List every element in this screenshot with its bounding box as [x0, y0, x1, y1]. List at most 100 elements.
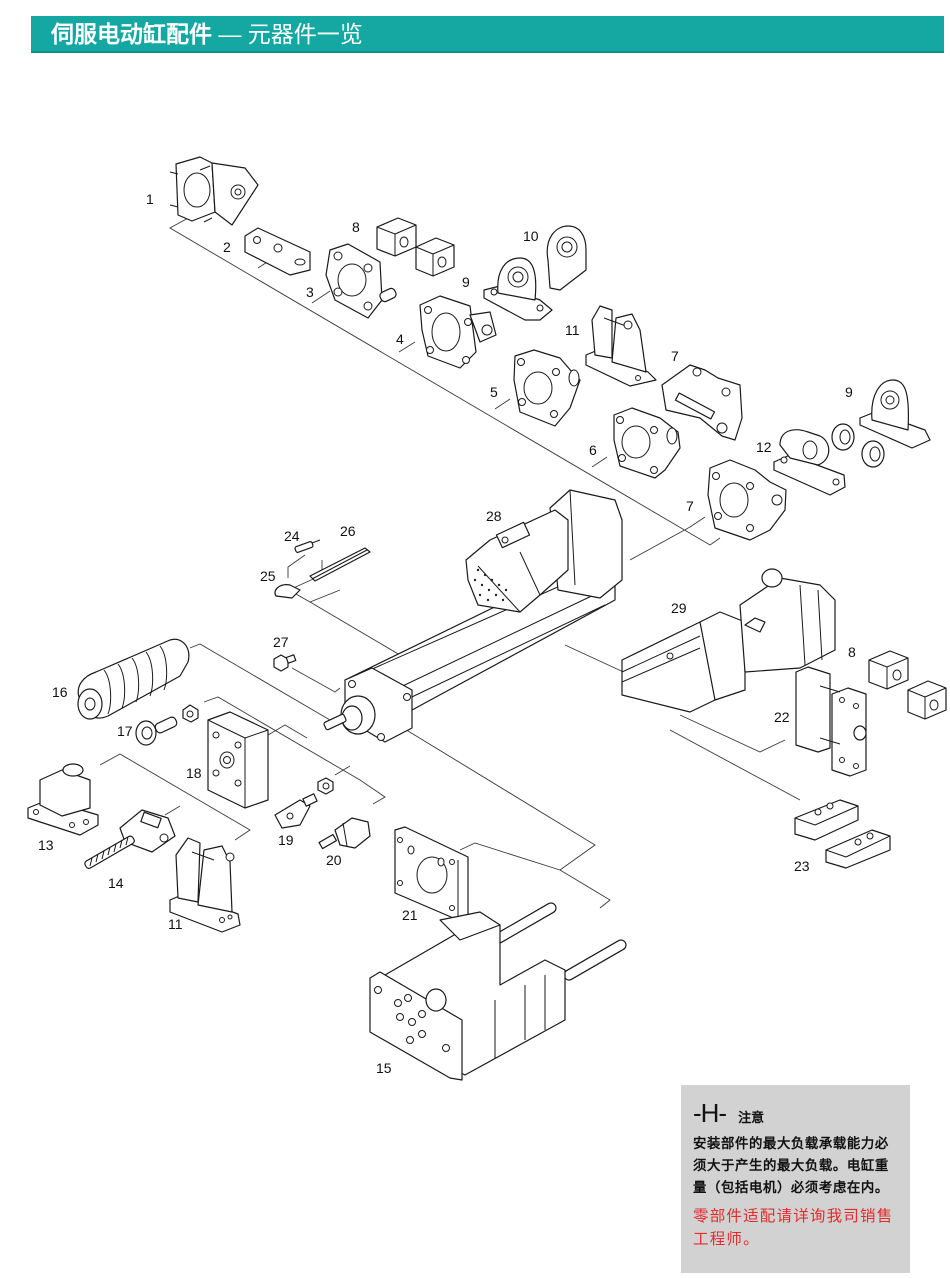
note-code: -H-: [693, 1098, 727, 1128]
leader-29: [564, 644, 631, 676]
callout-17: 17: [117, 723, 133, 739]
leader-main-to-28: [629, 526, 691, 561]
leader-19: [334, 765, 351, 776]
part-3-trunnion-flange: [325, 243, 397, 319]
part-1-flange-swivel: [169, 156, 259, 226]
part-27-screw: [273, 654, 297, 672]
part-23-clamp-blocks: [794, 799, 891, 869]
part-20-floating-joint: [318, 817, 371, 850]
note-title: 注意: [738, 1110, 765, 1125]
diagram-svg: 1 2 3 4 5 6 7 7 8 8 9 9 10 11 11 12 13 1…: [27, 156, 947, 1081]
note-warning: 零部件适配请详询我司销售工程师。: [693, 1208, 894, 1248]
header-bar: 伺服电动缸配件 — 元器件一览: [31, 16, 944, 53]
part-9-swivel-eye-base-right: [831, 379, 931, 468]
callout-7-upper: 7: [671, 348, 679, 364]
callout-9-right: 9: [845, 384, 853, 400]
part-7-clevis-pin-top: [661, 364, 743, 441]
callout-1: 1: [146, 191, 154, 207]
callout-7-lower: 7: [686, 498, 694, 514]
callout-labels: 1 2 3 4 5 6 7 7 8 8 9 9 10 11 11 12 13 1…: [38, 191, 856, 1076]
part-25-slot-cover: [274, 584, 301, 599]
callout-23: 23: [794, 858, 810, 874]
part-11-clevis-foot-lower: [169, 837, 241, 933]
leader-27: [291, 667, 341, 693]
callout-15: 15: [376, 1060, 392, 1076]
leader-17: [99, 753, 251, 841]
leader-18b: [267, 724, 308, 739]
callout-6: 6: [589, 442, 597, 458]
part-24-sensor: [294, 539, 321, 553]
part-19-rod-clevis: [274, 777, 334, 829]
part-7-flange-clevis-lower: [707, 459, 787, 541]
callout-8-top: 8: [352, 219, 360, 235]
part-5-flange-swivel: [513, 349, 581, 427]
note-header: -H- 注意: [693, 1099, 900, 1127]
callout-27: 27: [273, 634, 289, 650]
part-14-rod-clevis: [84, 809, 176, 869]
exploded-diagram: 1 2 3 4 5 6 7 7 8 8 9 9 10 11 11 12 13 1…: [0, 60, 950, 1090]
callout-5: 5: [490, 384, 498, 400]
part-9-swivel-eye-base-top: [483, 257, 553, 321]
leader-23: [669, 729, 801, 801]
part-28-electric-cylinder: [323, 489, 623, 743]
part-16-bellows: [77, 638, 190, 720]
leader-21: [459, 842, 561, 871]
part-10-rod-eye: [546, 225, 587, 291]
callout-18: 18: [186, 765, 202, 781]
note-box: -H- 注意 安装部件的最大负载承载能力必须大于产生的最大负载。电缸重量（包括电…: [681, 1085, 910, 1273]
callout-25: 25: [260, 568, 276, 584]
part-18-mounting-plate: [207, 711, 269, 809]
callout-10: 10: [523, 228, 539, 244]
leader-6: [591, 456, 608, 468]
callout-11-top: 11: [565, 322, 580, 338]
part-4-flange-rear-swivel: [419, 295, 497, 369]
callout-12: 12: [756, 439, 772, 455]
callout-4: 4: [396, 331, 404, 347]
page-title: 伺服电动缸配件 — 元器件一览: [51, 20, 363, 48]
part-11-clevis-foot-top: [585, 305, 657, 387]
callout-19: 19: [278, 832, 294, 848]
leader-14: [164, 805, 181, 816]
callout-24: 24: [284, 528, 300, 544]
leader-7: [689, 516, 706, 528]
leader-3: [311, 290, 331, 304]
leader-24-26: [287, 554, 306, 578]
part-22-trunnion-kit: [795, 666, 867, 777]
callout-8-right: 8: [848, 644, 856, 660]
callout-9-top: 9: [462, 274, 470, 290]
part-6-flange-swivel: [613, 407, 681, 479]
part-26-slot-rail: [309, 547, 371, 582]
motor-cooling-dots: [473, 568, 508, 602]
callout-22: 22: [774, 709, 790, 725]
leader-4: [398, 341, 416, 353]
callout-13: 13: [38, 837, 54, 853]
part-13-articulated-foot: [27, 763, 99, 836]
part-17-rod-end: [135, 704, 199, 746]
part-15-guide-unit: [369, 902, 627, 1081]
leader-18: [203, 696, 386, 805]
leader-5: [494, 398, 511, 410]
callout-2: 2: [223, 239, 231, 255]
title-separator: —: [218, 21, 242, 47]
callout-21: 21: [402, 907, 418, 923]
callout-16: 16: [52, 684, 68, 700]
callout-20: 20: [326, 852, 342, 868]
part-8-clamp-blocks-right: [868, 650, 947, 720]
guide-unit-ports: [374, 986, 450, 1052]
note-body: 安装部件的最大负载承载能力必须大于产生的最大负载。电缸重量（包括电机）必须考虑在…: [693, 1136, 889, 1195]
leader-lines: [99, 216, 801, 909]
callout-29: 29: [671, 600, 687, 616]
leader-22: [679, 714, 786, 753]
callout-26: 26: [340, 523, 356, 539]
callout-14: 14: [108, 875, 124, 891]
part-29-motor-guide: [621, 568, 836, 713]
title-sub: 元器件一览: [247, 21, 363, 47]
part-12-swivel-bracket: [773, 429, 846, 496]
part-8-clamp-blocks-top: [376, 217, 455, 277]
leader-main-top: [169, 216, 721, 546]
title-main: 伺服电动缸配件: [51, 21, 212, 47]
callout-28: 28: [486, 508, 502, 524]
leader-16: [189, 643, 331, 721]
callout-3: 3: [306, 284, 314, 300]
callout-11-lower: 11: [168, 916, 183, 932]
